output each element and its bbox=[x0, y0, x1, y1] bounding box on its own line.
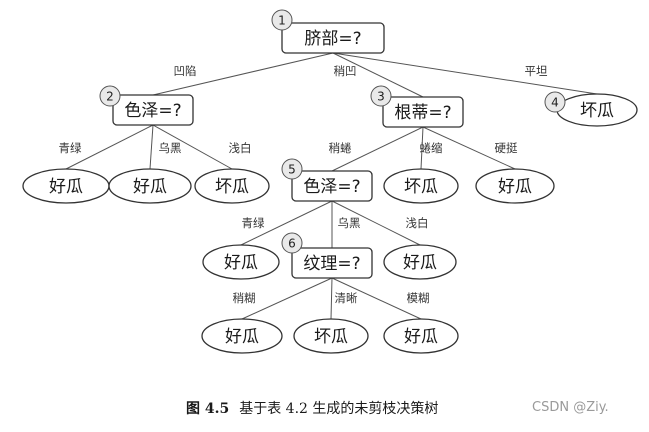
decision-box bbox=[382, 96, 464, 128]
decision-box bbox=[291, 170, 373, 202]
edge-n1-n4 bbox=[332, 52, 598, 95]
edge-label: 稍蜷 bbox=[329, 141, 352, 155]
node-number: 5 bbox=[288, 163, 296, 177]
node-label: 好瓜 bbox=[49, 177, 83, 197]
leaf-node-l6: 好瓜 bbox=[202, 244, 280, 280]
node-number-badge bbox=[99, 85, 121, 107]
node-label: 根蒂=? bbox=[394, 103, 451, 123]
leaf-ellipse bbox=[108, 168, 192, 204]
node-label: 色泽=? bbox=[303, 177, 360, 197]
leaf-node-l8: 好瓜 bbox=[201, 318, 283, 354]
edge-n5-l7 bbox=[331, 200, 421, 246]
leaf-node-l2: 好瓜 bbox=[108, 168, 192, 204]
leaf-ellipse bbox=[383, 318, 459, 354]
node-label: 坏瓜 bbox=[314, 327, 348, 347]
node-label: 脐部=? bbox=[304, 29, 361, 49]
edge-n2-l3 bbox=[152, 124, 233, 170]
edge-n3-l5 bbox=[422, 126, 516, 170]
edge-label: 凹陷 bbox=[174, 64, 197, 78]
leaf-ellipse bbox=[475, 168, 555, 204]
node-label: 好瓜 bbox=[224, 253, 258, 273]
node-number: 3 bbox=[377, 90, 385, 104]
decision-box bbox=[281, 22, 385, 54]
edge-label: 青绿 bbox=[59, 141, 82, 155]
decision-node-n6: 纹理=? 6 bbox=[281, 232, 373, 279]
figure-number: 图 4.5 bbox=[186, 401, 230, 417]
leaf-node-l10: 好瓜 bbox=[383, 318, 459, 354]
leaf-ellipse bbox=[201, 318, 283, 354]
decision-node-n2: 色泽=? 2 bbox=[99, 85, 194, 126]
leaf-node-l5: 好瓜 bbox=[475, 168, 555, 204]
edge-n6-l9 bbox=[330, 277, 333, 320]
node-number: 1 bbox=[278, 14, 286, 28]
node-number-badge bbox=[271, 9, 293, 31]
leaf-node-l3: 坏瓜 bbox=[194, 168, 270, 204]
leaf-node-n4: 坏瓜 4 bbox=[544, 91, 638, 127]
leaf-ellipse bbox=[383, 244, 457, 280]
edge-n3-n5 bbox=[331, 126, 424, 172]
node-number-badge bbox=[370, 85, 392, 107]
leaf-ellipse bbox=[383, 168, 459, 204]
edge-n6-l8 bbox=[241, 277, 333, 320]
edge-n1-n3 bbox=[332, 52, 424, 98]
node-label: 坏瓜 bbox=[580, 101, 614, 121]
leaf-ellipse bbox=[293, 318, 369, 354]
edge-n2-l1 bbox=[65, 124, 154, 170]
decision-node-n5: 色泽=? 5 bbox=[281, 158, 373, 202]
edge-n3-l4 bbox=[420, 126, 424, 170]
edge-label: 模糊 bbox=[407, 291, 430, 305]
edge-label: 清晰 bbox=[335, 291, 358, 305]
leaf-ellipse bbox=[194, 168, 270, 204]
node-number-badge bbox=[281, 232, 303, 254]
node-label: 色泽=? bbox=[124, 101, 181, 121]
leaf-ellipse bbox=[202, 244, 280, 280]
leaf-node-l4: 坏瓜 bbox=[383, 168, 459, 204]
edge-label: 硬挺 bbox=[495, 141, 518, 155]
node-label: 好瓜 bbox=[133, 177, 167, 197]
edge-label: 平坦 bbox=[525, 64, 548, 78]
edge-label: 乌黑 bbox=[338, 216, 361, 230]
edge-label: 浅白 bbox=[229, 141, 252, 155]
node-number-badge bbox=[281, 158, 303, 180]
node-number-badge bbox=[544, 91, 566, 113]
edge-label: 青绿 bbox=[242, 216, 265, 230]
edge-n2-l2 bbox=[149, 124, 154, 170]
decision-node-n3: 根蒂=? 3 bbox=[370, 85, 464, 128]
decision-box bbox=[112, 94, 194, 126]
node-number: 2 bbox=[106, 90, 114, 104]
watermark: CSDN @Ziy. bbox=[532, 400, 609, 415]
edge-label: 稍糊 bbox=[233, 291, 256, 305]
edge-label: 乌黑 bbox=[159, 141, 182, 155]
node-label: 好瓜 bbox=[404, 327, 438, 347]
decision-tree-diagram: 凹陷稍凹平坦青绿乌黑浅白稍蜷蜷缩硬挺青绿乌黑浅白稍糊清晰模糊 脐部=?1色泽=?… bbox=[22, 9, 638, 354]
node-label: 坏瓜 bbox=[215, 177, 249, 197]
node-label: 纹理=? bbox=[303, 254, 360, 274]
edge-n5-l6 bbox=[240, 200, 333, 246]
figure-caption: 图 4.5 基于表 4.2 生成的未剪枝决策树 bbox=[186, 398, 438, 418]
edge-label: 蜷缩 bbox=[420, 141, 443, 155]
edges-layer: 凹陷稍凹平坦青绿乌黑浅白稍蜷蜷缩硬挺青绿乌黑浅白稍糊清晰模糊 bbox=[59, 52, 598, 320]
edge-n1-n2 bbox=[152, 52, 334, 96]
node-number: 6 bbox=[288, 237, 296, 251]
node-number: 4 bbox=[551, 96, 559, 110]
node-label: 好瓜 bbox=[498, 177, 532, 197]
edge-label: 浅白 bbox=[406, 216, 429, 230]
leaf-node-l7: 好瓜 bbox=[383, 244, 457, 280]
leaf-node-l9: 坏瓜 bbox=[293, 318, 369, 354]
decision-node-n1: 脐部=? 1 bbox=[271, 9, 385, 54]
leaf-node-l1: 好瓜 bbox=[22, 168, 110, 204]
nodes-layer: 脐部=?1色泽=?2根蒂=?3坏瓜4色泽=?5纹理=?6好瓜好瓜坏瓜坏瓜好瓜好瓜… bbox=[22, 9, 638, 354]
edge-n6-l10 bbox=[331, 277, 422, 320]
node-label: 好瓜 bbox=[403, 253, 437, 273]
node-label: 坏瓜 bbox=[404, 177, 438, 197]
decision-box bbox=[291, 247, 373, 279]
figure-caption-text: 基于表 4.2 生成的未剪枝决策树 bbox=[239, 401, 439, 417]
edge-label: 稍凹 bbox=[334, 64, 357, 78]
node-label: 好瓜 bbox=[225, 327, 259, 347]
